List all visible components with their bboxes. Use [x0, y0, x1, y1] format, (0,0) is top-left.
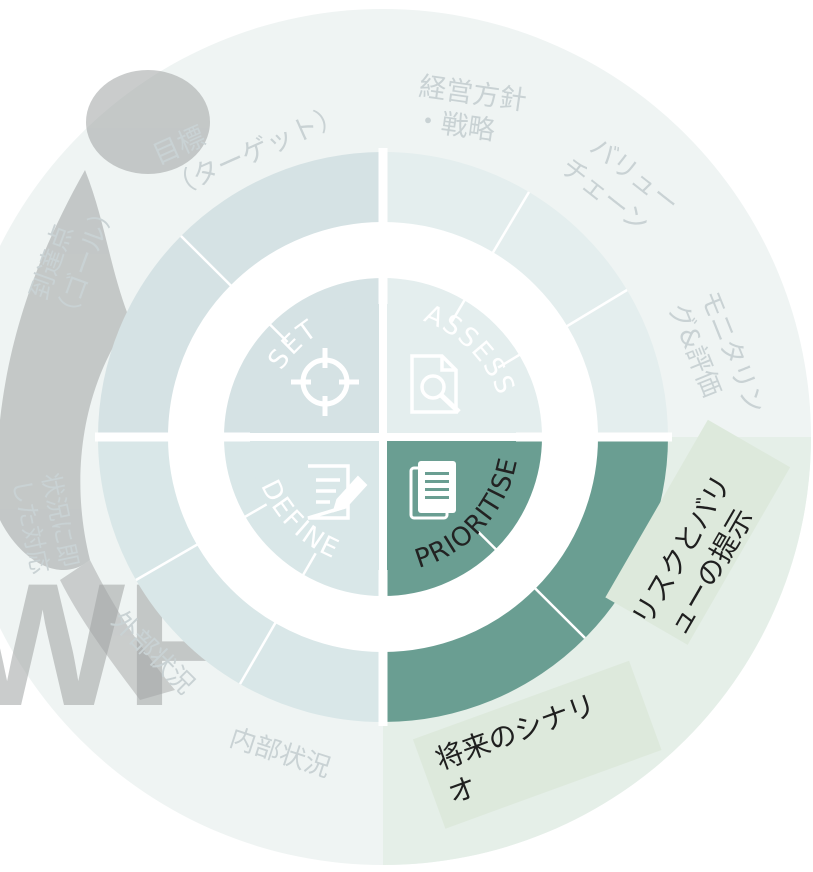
label-highlight-risk-value	[605, 419, 791, 645]
label-highlight-scenarios	[412, 660, 662, 829]
watermark-figure	[0, 70, 210, 700]
edit-document-icon	[307, 464, 368, 520]
documents-stack-icon	[409, 461, 456, 520]
document-search-icon	[410, 354, 461, 414]
quadrant-dividers	[95, 148, 672, 726]
crosshair-icon	[291, 348, 359, 416]
